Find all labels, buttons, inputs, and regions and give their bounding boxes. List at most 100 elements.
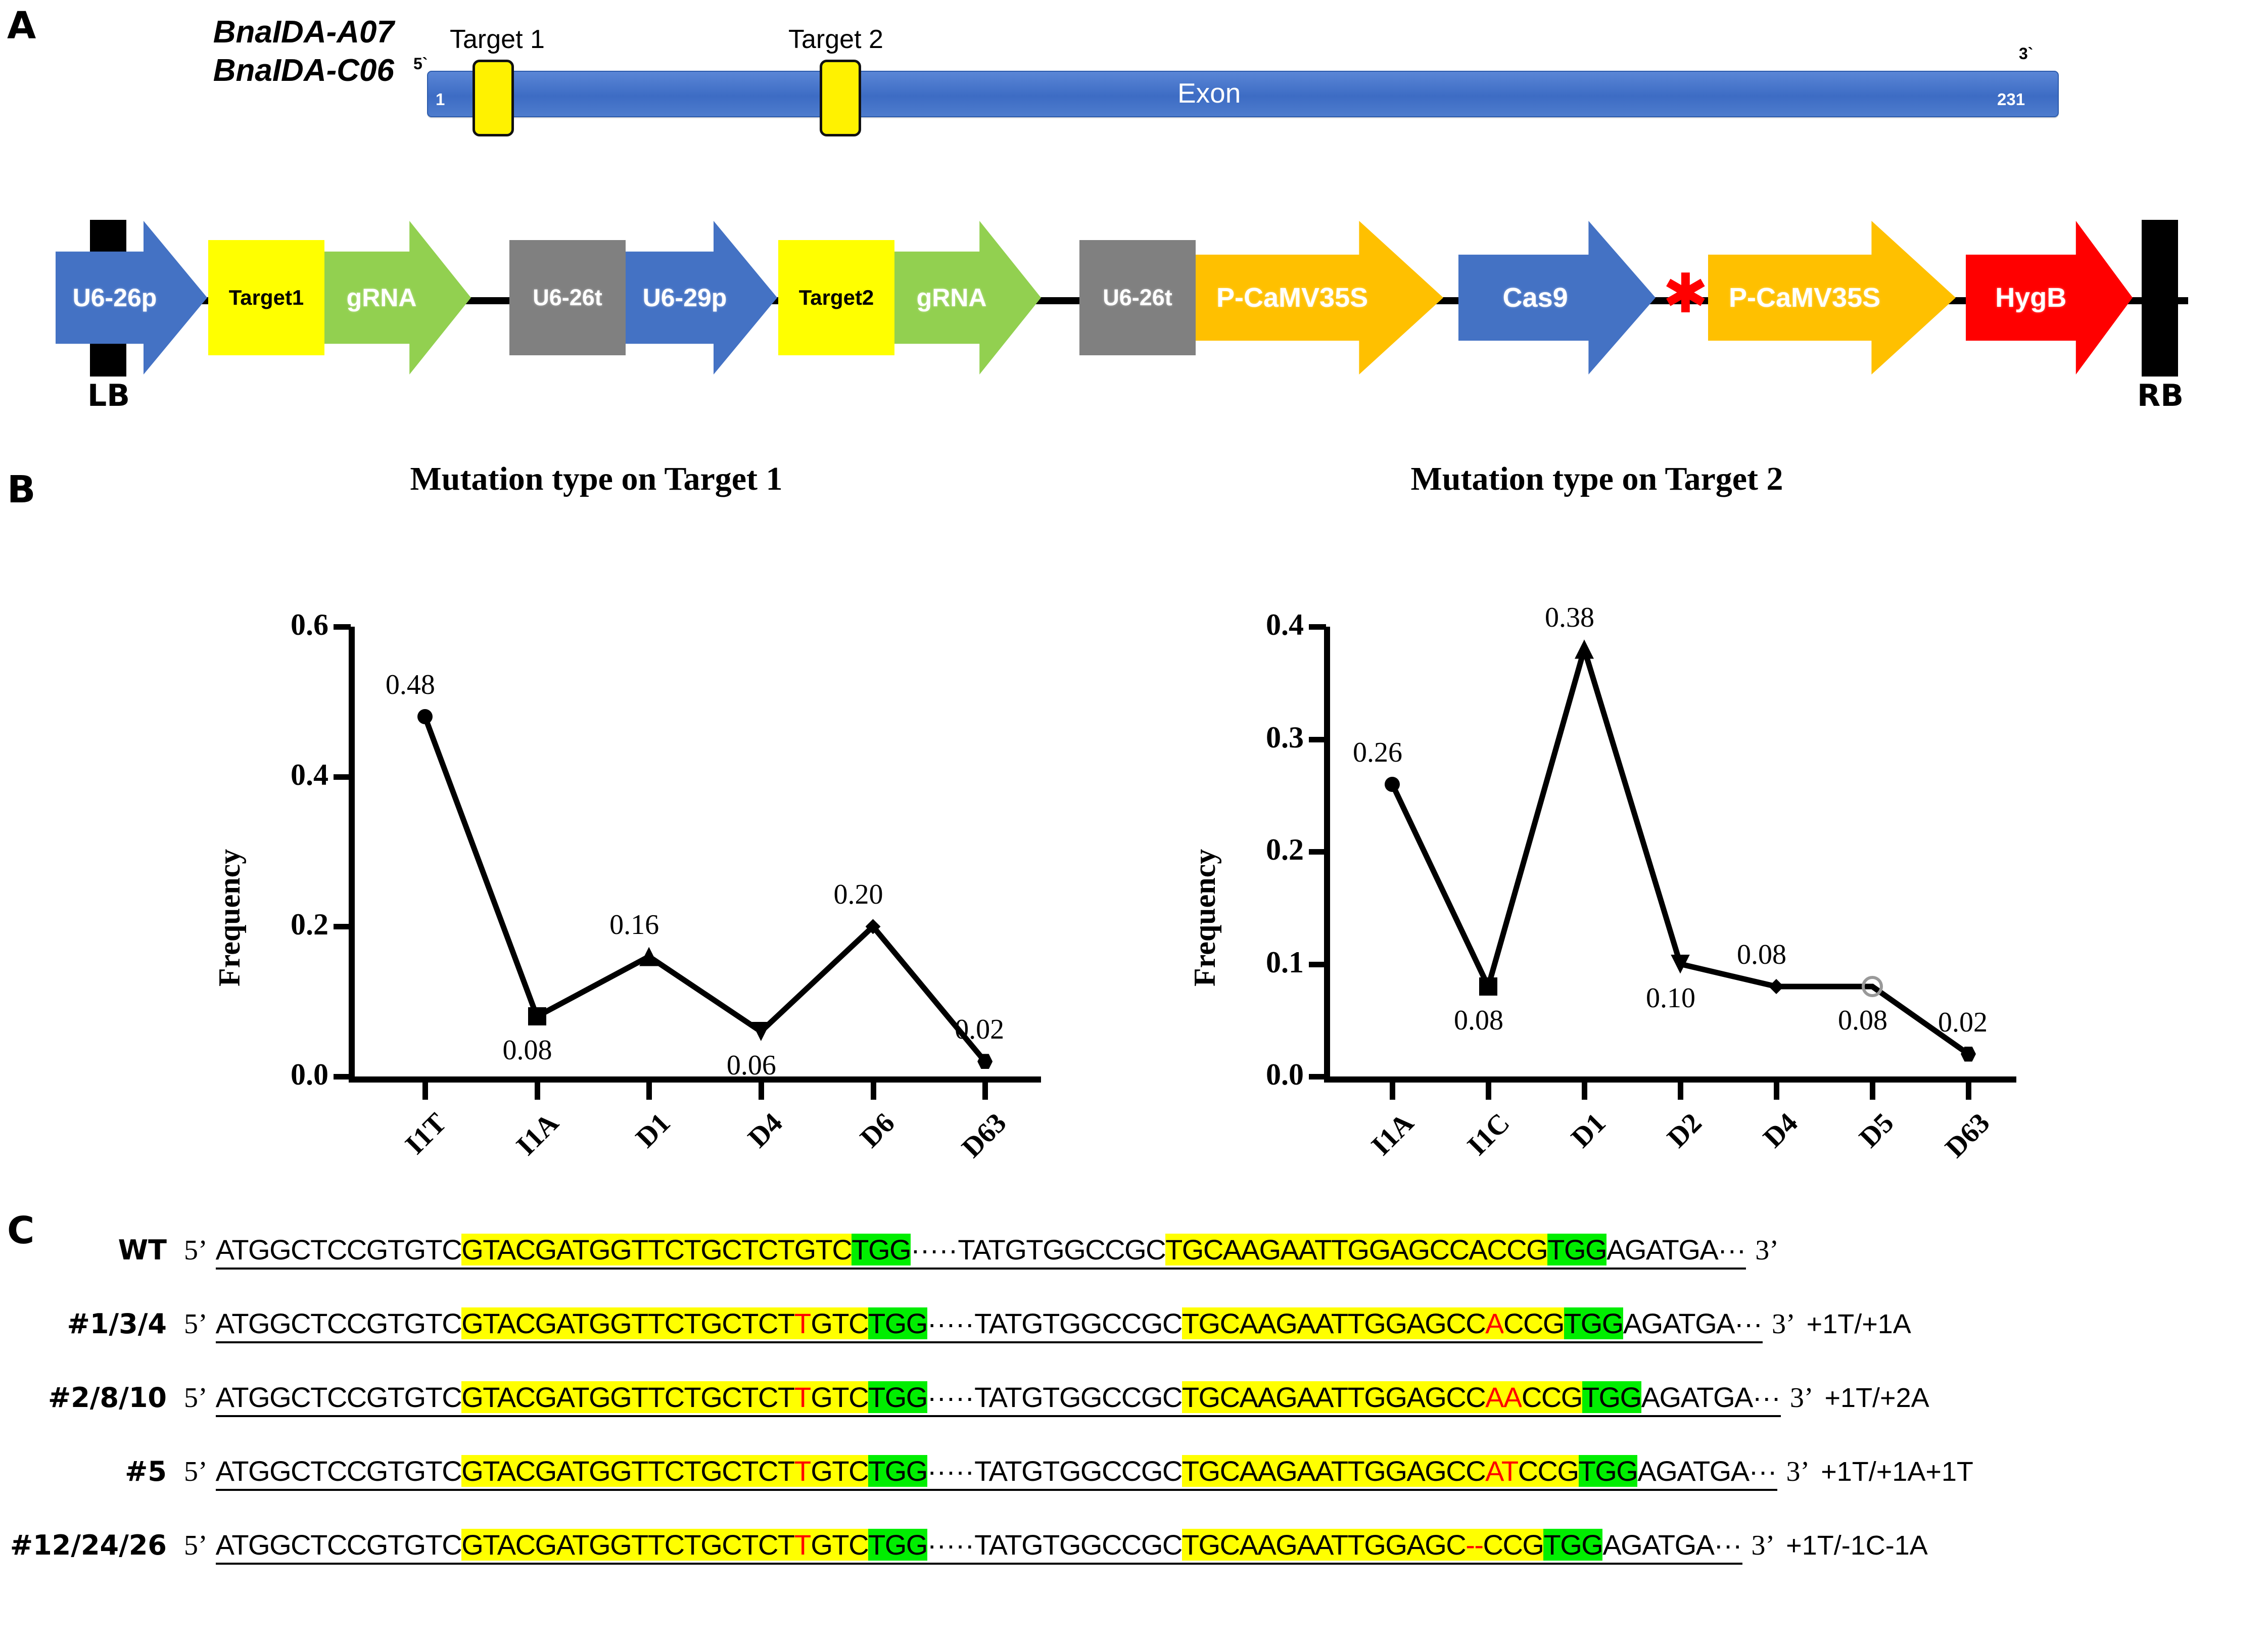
alignment-row: #1/3/4 5’ATGGCTCCGTGTCGTACGATGGTTCTGCTCT T… <box>0 1307 2268 1343</box>
series-line <box>422 716 987 1063</box>
sequence-suffix: AGATGA <box>1602 1529 1715 1561</box>
construct-feature-label: HygB <box>1995 283 2067 313</box>
construct-feature-u6-29p: U6-29p <box>626 221 777 374</box>
target1-protospacer-tail: GTC <box>811 1307 869 1339</box>
target1-insertion: T <box>794 1455 812 1487</box>
construct-feature-target2: Target2 <box>778 240 894 355</box>
five-prime-marker: 5’ <box>184 1530 208 1561</box>
exon-bar <box>427 71 2059 117</box>
target1-protospacer-tail: GTC <box>811 1529 869 1561</box>
x-tick <box>1678 1083 1683 1100</box>
construct-feature-u6-26t: U6-26t <box>1079 240 1196 355</box>
three-prime-label: 3` <box>2019 44 2034 63</box>
target1-protospacer: GTACGATGGTTCTGCTCT <box>461 1381 795 1413</box>
target2-pam: TGG <box>1578 1455 1638 1487</box>
construct-feature-grna: gRNA <box>324 221 471 374</box>
target1-protospacer: GTACGATGGTTCTGCTCT <box>461 1455 795 1487</box>
three-prime-marker: 3’ <box>1755 1235 1779 1266</box>
sequence-suffix: AGATGA <box>1637 1455 1750 1487</box>
x-tick <box>1966 1083 1971 1100</box>
exon-start-number: 1 <box>436 90 445 109</box>
construct-feature-label: P-CaMV35S <box>1729 283 1881 313</box>
sequence-middle: TATGTGGCCGC <box>974 1307 1183 1339</box>
data-point-circle <box>417 709 433 724</box>
target2-pam: TGG <box>1547 1234 1608 1265</box>
sequence-middle: TATGTGGCCGC <box>958 1234 1166 1265</box>
panel-label-b: B <box>7 468 35 511</box>
construct-feature-label: gRNA <box>346 284 417 312</box>
y-axis <box>349 627 355 1080</box>
five-prime-marker: 5’ <box>184 1308 208 1340</box>
y-tick <box>334 924 351 930</box>
target2-pam: TGG <box>1582 1381 1642 1413</box>
x-tick <box>1774 1083 1779 1100</box>
x-tick <box>1870 1083 1875 1100</box>
sequence-prefix: ATGGCTCCGTGTC <box>215 1307 462 1339</box>
y-tick-label: 0.4 <box>291 758 328 791</box>
construct-feature-label: Target2 <box>798 286 874 309</box>
y-tick <box>1309 1074 1326 1080</box>
data-value-label: 0.08 <box>1737 939 1786 970</box>
construct-feature-label: Target1 <box>228 286 304 309</box>
x-tick <box>534 1083 540 1100</box>
target2-protospacer-tail: CCG <box>1503 1307 1565 1339</box>
y-tick-label: 0.2 <box>1266 833 1304 866</box>
y-tick-label: 0.0 <box>291 1058 328 1091</box>
y-tick <box>1309 624 1326 630</box>
y-tick <box>1309 736 1326 742</box>
three-prime-marker: 3’ <box>1772 1308 1796 1340</box>
panel-label-c: C <box>7 1209 34 1252</box>
alignment-sequence: ATGGCTCCGTGTCGTACGATGGTTCTGCTCTGTCTGG···… <box>215 1233 1746 1270</box>
sequence-prefix: ATGGCTCCGTGTC <box>215 1455 462 1487</box>
target1-protospacer: GTACGATGGTTCTGCTCT <box>461 1307 795 1339</box>
y-tick-label: 0.0 <box>1266 1058 1304 1091</box>
target1-pam: TGG <box>868 1455 928 1487</box>
target1-insertion: T <box>794 1381 812 1413</box>
y-tick <box>1309 961 1326 967</box>
alignment-row-label: #5 <box>125 1456 167 1487</box>
construct-feature-hygb: HygB <box>1966 221 2133 374</box>
data-value-label: 0.08 <box>502 1035 552 1066</box>
construct-feature-cas9: Cas9 <box>1458 221 1656 374</box>
five-prime-marker: 5’ <box>184 1456 208 1487</box>
target1-protospacer-tail: GTC <box>811 1455 869 1487</box>
data-value-label: 0.16 <box>609 909 659 941</box>
y-tick <box>334 624 351 630</box>
data-point-square <box>1479 977 1497 996</box>
sequence-tail-dots: ··· <box>1714 1529 1742 1561</box>
gene-target1-box <box>472 60 514 136</box>
sequence-middle: TATGTGGCCGC <box>974 1455 1183 1487</box>
sequence-prefix: ATGGCTCCGTGTC <box>215 1529 462 1561</box>
target2-protospacer: TGCAAGAATTGGAGCC <box>1182 1307 1486 1339</box>
sequence-tail-dots: ··· <box>1734 1307 1763 1339</box>
data-value-label: 0.02 <box>1938 1006 1988 1038</box>
target1-pam: TGG <box>868 1307 928 1339</box>
gene-name-a07: BnaIDA-A07 <box>213 15 394 50</box>
data-value-label: 0.08 <box>1838 1005 1887 1036</box>
target1-pam: TGG <box>868 1529 928 1561</box>
x-tick <box>422 1083 428 1100</box>
sequence-suffix: AGATGA <box>1623 1307 1735 1339</box>
construct-feature-label: U6-26t <box>533 285 602 310</box>
target2-pam: TGG <box>1543 1529 1603 1561</box>
target1-protospacer: GTACGATGGTTCTGCTCT <box>461 1529 795 1561</box>
x-tick <box>870 1083 876 1100</box>
sequence-gap: ····· <box>927 1307 975 1339</box>
construct-feature-label: gRNA <box>916 284 987 312</box>
construct-feature-p-camv35s: P-CaMV35S <box>1196 221 1443 374</box>
x-tick <box>758 1083 764 1100</box>
exon-end-number: 231 <box>1997 90 2025 109</box>
chart-title-target1: Mutation type on Target 1 <box>410 460 783 497</box>
data-point-circle <box>1385 776 1400 792</box>
y-tick-label: 0.4 <box>1266 608 1304 641</box>
three-prime-marker: 3’ <box>1786 1456 1810 1487</box>
alignment-row-label: #1/3/4 <box>67 1308 167 1340</box>
gene-target1-caption: Target 1 <box>450 25 545 54</box>
five-prime-marker: 5’ <box>184 1235 208 1266</box>
three-prime-marker: 3’ <box>1751 1530 1775 1561</box>
target2-protospacer-tail: CCG <box>1521 1381 1583 1413</box>
sequence-gap: ····· <box>927 1529 975 1561</box>
